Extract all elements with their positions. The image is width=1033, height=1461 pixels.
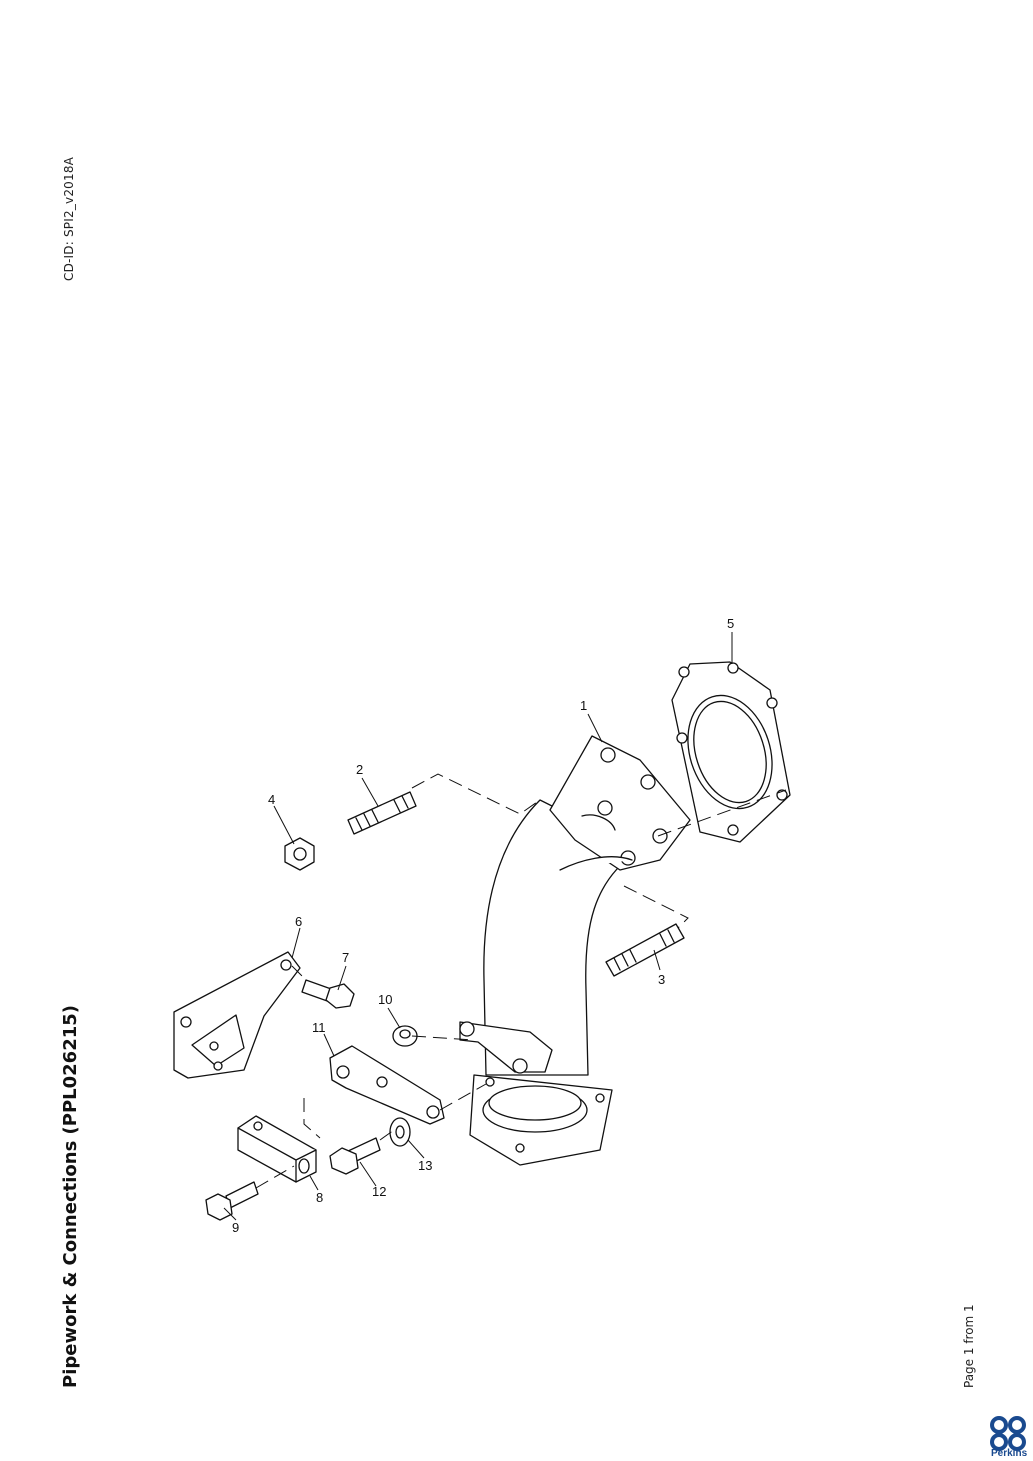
callout-5: 5	[727, 616, 734, 631]
callout-10: 10	[378, 992, 392, 1007]
bracket-part	[173, 951, 301, 1079]
nut-part	[284, 837, 315, 871]
callout-12: 12	[372, 1184, 386, 1199]
bolt-part-7	[301, 979, 355, 1009]
callout-9: 9	[232, 1220, 239, 1235]
bolt-part-9	[205, 1181, 259, 1221]
spacer-block-part	[237, 1115, 317, 1183]
callout-13: 13	[418, 1158, 432, 1173]
callout-6: 6	[295, 914, 302, 929]
elbow-pipe-part	[459, 735, 691, 1166]
link-plate-part	[329, 1045, 445, 1125]
callout-1: 1	[580, 698, 587, 713]
stud-part-2	[347, 791, 417, 835]
callout-4: 4	[268, 792, 275, 807]
stud-part-3	[605, 923, 685, 977]
perkins-logo-icon	[990, 1416, 1026, 1451]
gasket-part	[671, 661, 791, 843]
bolt-part-12	[329, 1137, 381, 1175]
callout-11: 11	[312, 1020, 326, 1035]
leader-lines	[223, 632, 733, 1221]
callout-8: 8	[316, 1190, 323, 1205]
callout-7: 7	[342, 950, 349, 965]
alignment-lines	[255, 773, 787, 1189]
washer-part	[389, 1117, 411, 1147]
brand-logo-text: Perkins	[991, 1448, 1028, 1459]
callout-2: 2	[356, 762, 363, 777]
callout-3: 3	[658, 972, 665, 987]
flange-nut-part	[392, 1025, 418, 1047]
